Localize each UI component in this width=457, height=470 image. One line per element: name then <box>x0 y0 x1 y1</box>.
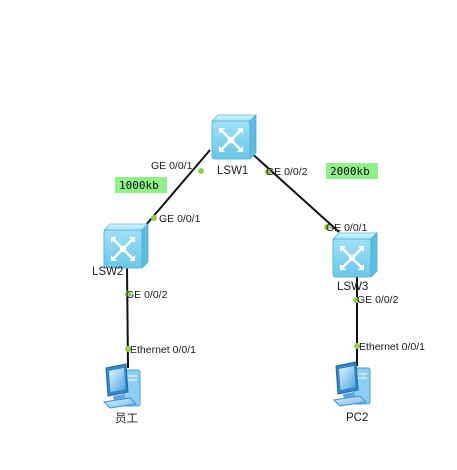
port-dot <box>151 215 157 221</box>
lsw3-label: LSW3 <box>337 281 368 293</box>
pc1-device[interactable] <box>103 363 141 409</box>
lsw1-device[interactable] <box>210 113 258 161</box>
pc-icon <box>103 363 141 409</box>
bandwidth-badge-left: 1000kb <box>115 177 167 193</box>
port-dot <box>353 297 359 303</box>
port-label-lsw2-ge002: GE 0/0/2 <box>126 289 168 301</box>
pc2-device[interactable] <box>333 361 371 407</box>
lsw1-label: LSW1 <box>217 165 248 177</box>
bandwidth-label-right: 2000kb <box>330 165 370 178</box>
pc1-label: 员工 <box>115 412 138 425</box>
bandwidth-label-left: 1000kb <box>119 179 159 192</box>
lsw3-device[interactable] <box>331 231 379 279</box>
port-dot <box>125 291 131 297</box>
badge-bg <box>115 177 167 193</box>
bandwidth-badge-right: 2000kb <box>326 163 378 179</box>
port-dot <box>324 224 330 230</box>
switch-icon <box>331 231 379 279</box>
pc2-label: PC2 <box>346 412 368 424</box>
port-dot <box>265 169 271 175</box>
link-lsw2-pc1[interactable] <box>126 265 129 369</box>
lsw2-device[interactable] <box>102 222 150 270</box>
pc-icon <box>333 361 371 407</box>
port-dot <box>198 168 204 174</box>
switch-icon <box>102 222 150 270</box>
switch-icon <box>210 113 258 161</box>
port-label-lsw2-ge001: GE 0/0/1 <box>159 213 201 225</box>
port-label-lsw3-ge001: GE 0/0/1 <box>326 222 368 234</box>
port-label-lsw1-ge001: GE 0/0/1 <box>151 160 193 172</box>
lsw2-label: LSW2 <box>92 266 123 278</box>
port-label-lsw1-ge002: GE 0/0/2 <box>266 166 308 178</box>
port-dot <box>125 346 131 352</box>
port-dots <box>125 168 360 352</box>
port-dot <box>354 343 360 349</box>
badge-bg <box>326 163 378 179</box>
port-label-pc1-eth: Ethernet 0/0/1 <box>130 344 196 356</box>
port-label-pc2-eth: Ethernet 0/0/1 <box>359 341 425 353</box>
link-lsw1-lsw3[interactable] <box>247 149 340 233</box>
port-label-lsw3-ge002: GE 0/0/2 <box>357 294 399 306</box>
